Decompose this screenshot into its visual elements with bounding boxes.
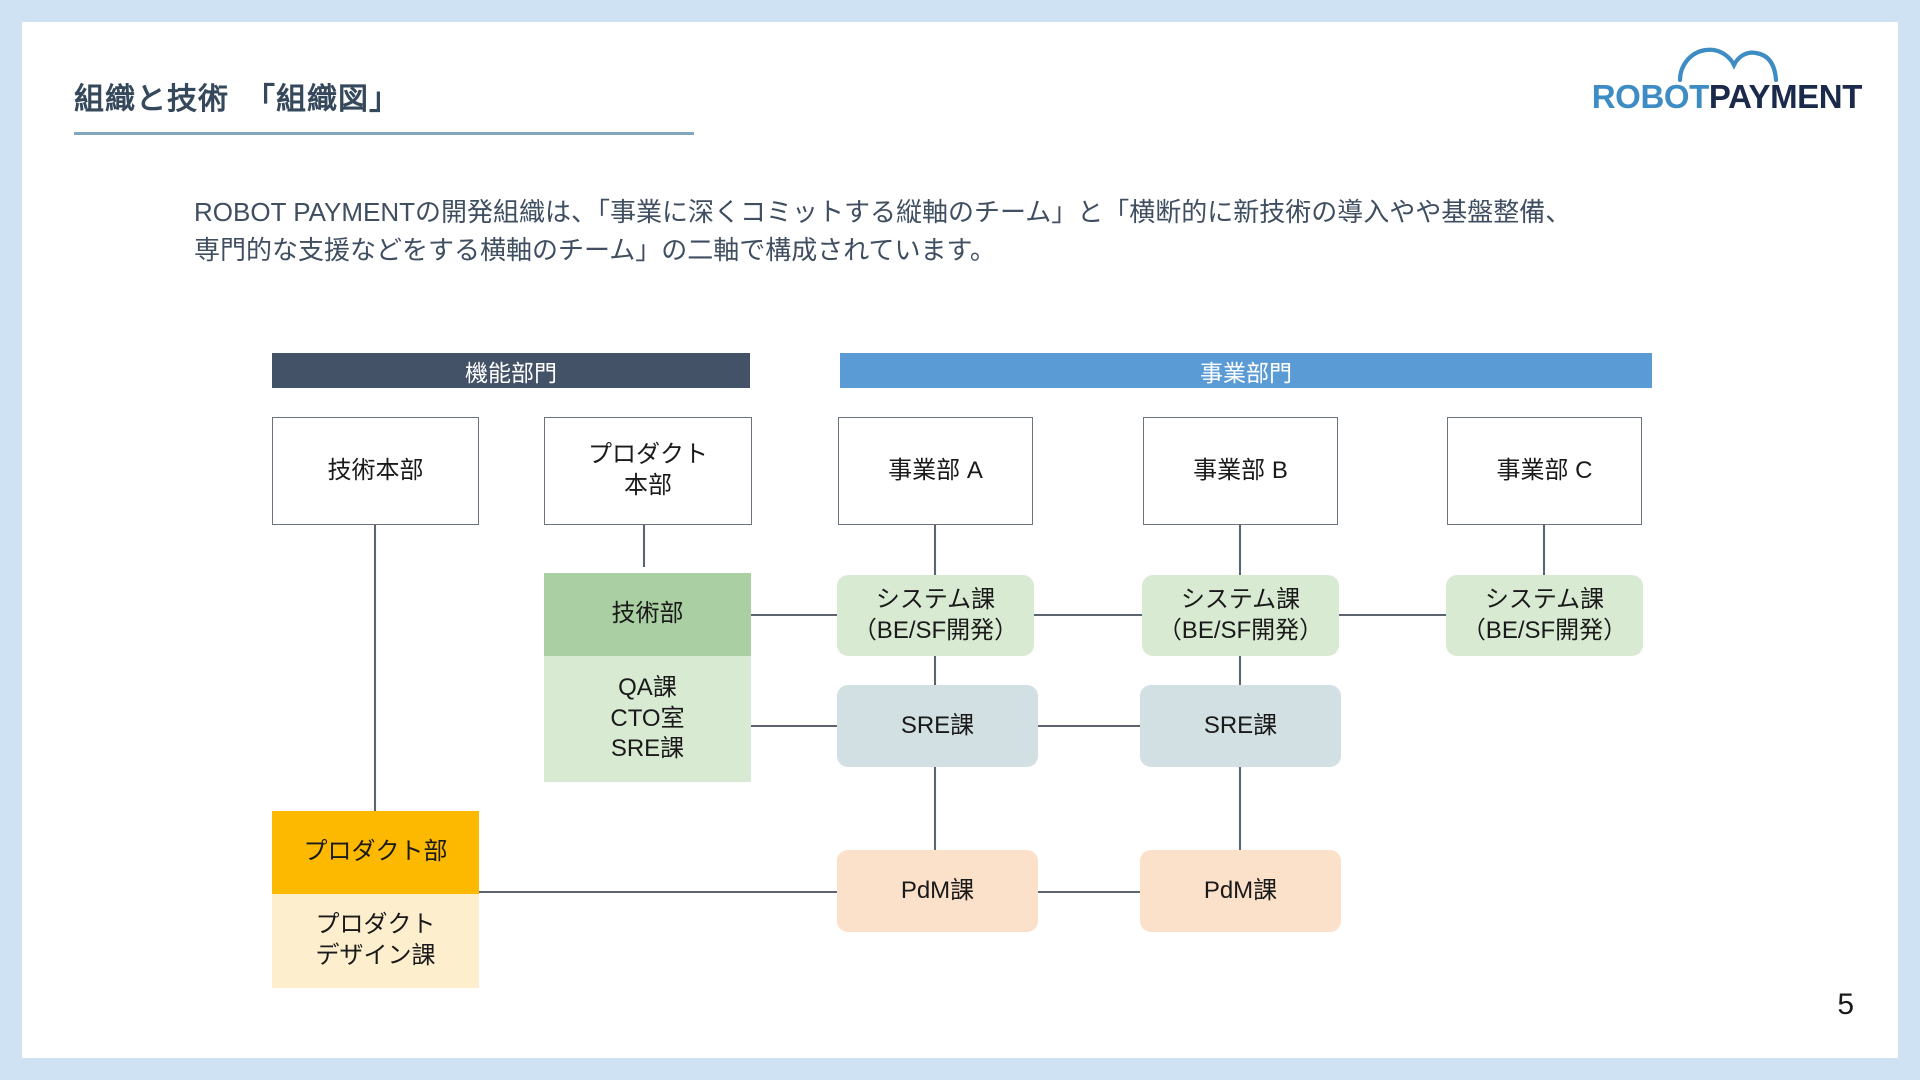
node-sre-ka-a[interactable]: SRE課 (837, 685, 1038, 767)
node-gijutsu-bu[interactable]: 技術部 (544, 573, 751, 656)
cloud-icon (1677, 47, 1779, 82)
logo: ROBOTPAYMENT (1580, 44, 1862, 118)
node-system-ka-b[interactable]: システム課 （BE/SF開発） (1142, 575, 1339, 656)
node-product-design-ka-label: プロダクト デザイン課 (315, 911, 436, 969)
page-number: 5 (1837, 988, 1854, 1021)
node-jigyobu-b[interactable]: 事業部 B (1143, 417, 1338, 525)
logo-wordmark: ROBOTPAYMENT (1580, 78, 1863, 116)
node-jigyobu-c[interactable]: 事業部 C (1447, 417, 1642, 525)
node-gijutsu-bu-label: 技術部 (611, 600, 684, 628)
node-system-ka-b-label: システム課 （BE/SF開発） (1157, 585, 1324, 644)
node-system-ka-a-label: システム課 （BE/SF開発） (852, 585, 1019, 644)
node-product-honbu[interactable]: プロダクト 本部 (544, 417, 752, 525)
node-qa-cto-sre-label: QA課 CTO室 SRE課 (610, 673, 685, 763)
node-product-honbu-label: プロダクト 本部 (588, 441, 708, 499)
band-business: 事業部門 (840, 353, 1652, 388)
node-product-bu-label: プロダクト部 (303, 838, 448, 866)
node-qa-cto-sre[interactable]: QA課 CTO室 SRE課 (544, 656, 751, 782)
node-pdm-ka-b-label: PdM課 (1203, 876, 1278, 904)
node-pdm-ka-a-label: PdM課 (900, 876, 975, 904)
node-jigyobu-c-label: 事業部 C (1496, 456, 1593, 484)
title-underline-rule (74, 132, 694, 135)
band-functional-label: 機能部門 (465, 359, 557, 386)
node-gijutsu-honbu-label: 技術本部 (327, 456, 424, 484)
logo-text-robot: ROBOT (1591, 78, 1710, 115)
node-system-ka-a[interactable]: システム課 （BE/SF開発） (837, 575, 1034, 656)
node-sre-ka-a-label: SRE課 (900, 711, 975, 739)
node-product-bu[interactable]: プロダクト部 (272, 811, 479, 894)
node-jigyobu-b-label: 事業部 B (1193, 456, 1288, 484)
intro-line-1: ROBOT PAYMENTの開発組織は、「事業に深くコミットする縦軸のチーム」と… (194, 197, 1572, 227)
logo-text-payment: PAYMENT (1708, 78, 1862, 115)
node-system-ka-c[interactable]: システム課 （BE/SF開発） (1446, 575, 1643, 656)
node-gijutsu-honbu[interactable]: 技術本部 (272, 417, 479, 525)
node-pdm-ka-b[interactable]: PdM課 (1140, 850, 1341, 932)
node-sre-ka-b[interactable]: SRE課 (1140, 685, 1341, 767)
node-sre-ka-b-label: SRE課 (1203, 711, 1278, 739)
node-pdm-ka-a[interactable]: PdM課 (837, 850, 1038, 932)
band-functional: 機能部門 (272, 353, 750, 388)
intro-line-2: 専門的な支援などをする横軸のチーム」の二軸で構成されています。 (194, 234, 996, 265)
node-jigyobu-a-label: 事業部 A (888, 456, 983, 484)
page-title: 組織と技術 「組織図」 (74, 83, 400, 116)
node-product-design-ka[interactable]: プロダクト デザイン課 (272, 894, 479, 988)
org-chart: 機能部門 事業部門 技術本部 プロダクト 本部 事業部 A 事業部 B 事業部 … (22, 22, 1898, 1058)
node-system-ka-c-label: システム課 （BE/SF開発） (1461, 585, 1628, 644)
band-business-label: 事業部門 (1200, 359, 1292, 386)
slide-canvas: 組織と技術 「組織図」 ROBOTPAYMENT ROBOT PAYMENTの開… (22, 22, 1898, 1058)
node-jigyobu-a[interactable]: 事業部 A (838, 417, 1033, 525)
intro-paragraph: ROBOT PAYMENTの開発組織は、「事業に深くコミットする縦軸のチーム」と… (194, 194, 1724, 270)
